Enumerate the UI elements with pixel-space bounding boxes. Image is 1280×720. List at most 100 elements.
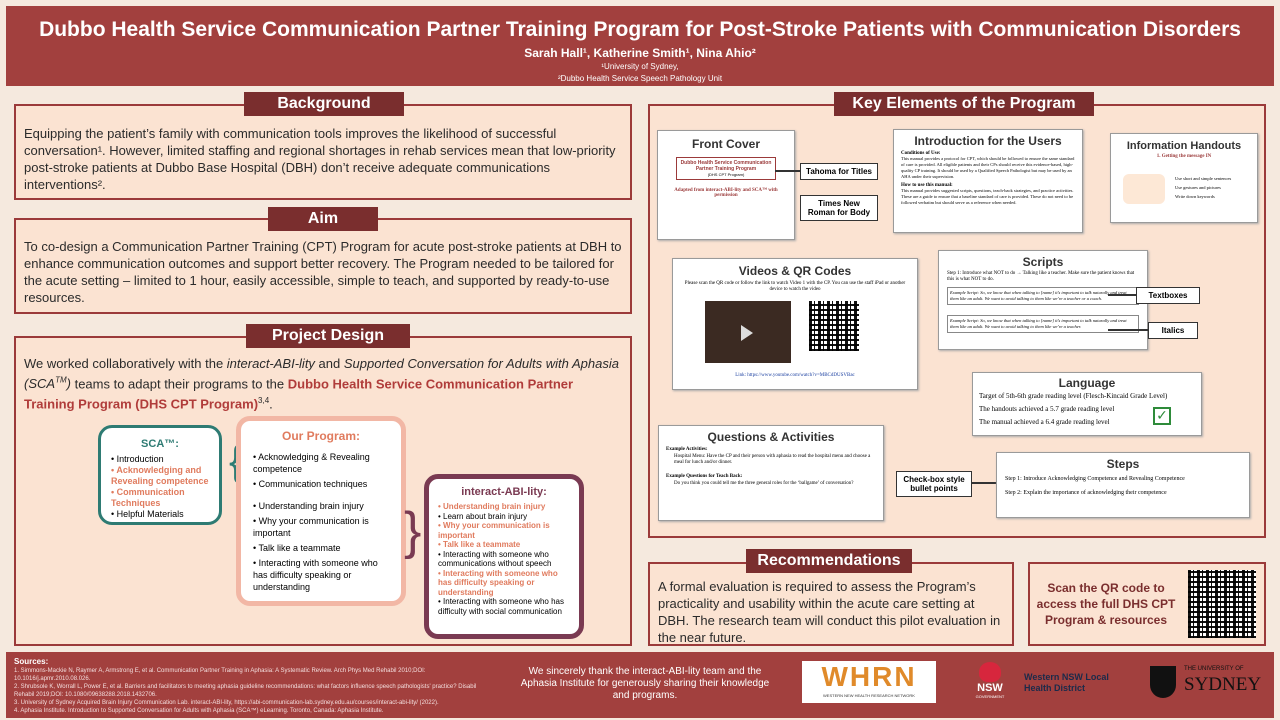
scripts-ex1: Example Script: So, we know that when ta…: [947, 287, 1139, 305]
our-program-item: Talk like a teammate: [253, 542, 389, 554]
front-cover-box: Front Cover Dubbo Health Service Communi…: [657, 130, 795, 240]
aim-text: To co-design a Communication Partner Tra…: [24, 239, 622, 305]
design-text-tm: TM: [55, 376, 67, 385]
arrow-tahoma: [775, 170, 800, 172]
scripts-box: Scripts Step 1: Introduce what NOT to do…: [938, 250, 1148, 350]
footer: Sources: 1. Simmons-Mackie N, Raymer A, …: [6, 652, 1274, 718]
whrn-logo-sub: WESTERN NEW HEALTH RESEARCH NETWORK: [823, 693, 915, 698]
questions-q: Do you think you could tell me the three…: [674, 481, 854, 486]
play-icon: [741, 325, 753, 341]
our-program-item: Understanding brain injury: [253, 500, 389, 512]
scripts-ex2: Example Script: So, we know that when ta…: [947, 315, 1139, 333]
language-title: Language: [1058, 376, 1116, 390]
intro-p2: This manual provides suggested scripts, …: [901, 188, 1074, 205]
usyd-crest-icon: [1150, 666, 1176, 698]
tag-tahoma: Tahoma for Titles: [800, 163, 878, 180]
front-cover-name: Dubbo Health Service Communication Partn…: [680, 160, 772, 172]
steps-box: Steps Step 1: Introduce Acknowledging Co…: [996, 452, 1250, 518]
steps-2: Step 2: Explain the importance of acknow…: [1005, 490, 1167, 496]
intro-users-title: Introduction for the Users: [914, 134, 1062, 148]
checkmark-icon: ✓: [1153, 407, 1171, 425]
recommendations-title: Recommendations: [746, 549, 912, 573]
design-text-sca-name: Supported Conversation for Adults with A…: [24, 356, 619, 392]
arrow-checkbox: [972, 482, 998, 484]
videos-link[interactable]: Link: https://www.youtube.com/watch?v=MB…: [735, 373, 855, 378]
videos-text: Please scan the QR code or follow the li…: [684, 281, 906, 292]
authors: Sarah Hall¹, Katherine Smith¹, Nina Ahio…: [524, 46, 756, 60]
design-text-a: We worked collaboratively with the: [24, 356, 227, 371]
language-box: Language Target of 5th-6th grade reading…: [972, 372, 1202, 436]
design-text-g: teams to adapt their programs to the: [70, 376, 288, 392]
affiliation-1: ¹University of Sydney,: [601, 62, 679, 71]
aim-panel: [14, 218, 632, 314]
handouts-box: Information Handouts 1. Getting the mess…: [1110, 133, 1258, 223]
recommendations-text: A formal evaluation is required to asses…: [658, 579, 1001, 645]
questions-h2: Example Questions for Teach Back:: [666, 474, 743, 479]
whrn-logo: WHRN WESTERN NEW HEALTH RESEARCH NETWORK: [802, 661, 936, 703]
handouts-sub: 1. Getting the message IN: [1156, 154, 1212, 159]
usyd-name: SYDNEY: [1184, 674, 1262, 695]
our-program-item: Acknowledging & Revealing competence: [253, 451, 389, 475]
sca-item: Helpful Materials: [111, 509, 209, 520]
handouts-image: [1123, 174, 1165, 204]
language-target: Target of 5th-6th grade reading level (F…: [979, 392, 1168, 400]
handouts-title: Information Handouts: [1126, 140, 1242, 152]
front-cover-title: Front Cover: [691, 137, 760, 151]
handout-item: Use short and simple sentences: [1175, 176, 1232, 181]
sca-card-title: SCA™:: [141, 438, 179, 450]
aim-title: Aim: [268, 207, 378, 231]
steps-1: Step 1: Introduce Acknowledging Competen…: [1005, 476, 1185, 482]
background-title: Background: [244, 92, 404, 116]
tag-italics: Italics: [1148, 322, 1198, 339]
questions-activity: Hospital Menu: Have the CP and their per…: [674, 454, 871, 465]
videos-box: Videos & QR Codes Please scan the QR cod…: [672, 258, 918, 390]
interact-card: interact-ABI-lity: Understanding brain i…: [424, 474, 584, 639]
videos-title: Videos & QR Codes: [738, 264, 852, 278]
interact-item: Understanding brain injury: [438, 502, 570, 512]
scripts-step: Step 1: Introduce what NOT to do → Talki…: [947, 271, 1135, 282]
interact-item: Learn about brain injury: [438, 512, 570, 522]
front-cover-sub: (DHS CPT Program): [707, 172, 745, 177]
interact-item: Why your communication is important: [438, 521, 570, 540]
waratah-icon: [979, 662, 1001, 682]
questions-title: Questions & Activities: [707, 430, 835, 444]
sca-card: SCA™: Introduction Acknowledging and Rev…: [98, 425, 222, 525]
handout-item: Write down keywords: [1175, 194, 1215, 199]
tag-textboxes: Textboxes: [1136, 287, 1200, 304]
design-text-paren: ): [66, 376, 71, 392]
key-elements-title: Key Elements of the Program: [834, 92, 1094, 116]
brace-right: }: [404, 502, 422, 560]
sources-label: Sources:: [14, 657, 49, 666]
source-3: 3. University of Sydney Acquired Brain I…: [14, 700, 439, 706]
nsw-logo-text: NSW: [977, 682, 1003, 694]
background-text: Equipping the patient’s family with comm…: [24, 126, 616, 192]
qr-panel-text: Scan the QR code to access the full DHS …: [1036, 581, 1176, 627]
scripts-title: Scripts: [1022, 255, 1064, 269]
lhd-name: Western NSW Local Health District: [1024, 672, 1109, 693]
video-thumbnail[interactable]: [705, 301, 791, 363]
poster-header: Dubbo Health Service Communication Partn…: [6, 6, 1274, 86]
our-program-item: Communication techniques: [253, 478, 389, 490]
source-1: 1. Simmons-Mackie N, Raymer A, Armstrong…: [14, 668, 426, 682]
our-program-item: Why your communication is important: [253, 515, 389, 539]
program-qr-code[interactable]: [1188, 570, 1256, 638]
arrow-textboxes: [1108, 294, 1136, 296]
source-4: 4. Aphasia Institute. Introduction to Su…: [14, 708, 384, 714]
interact-item: Interacting with someone who has difficu…: [438, 597, 570, 616]
front-cover-adapted: Adapted from interact-ABI-lity and SCA™ …: [674, 188, 778, 198]
arrow-italics: [1108, 329, 1148, 331]
interact-card-title: interact-ABI-lity:: [461, 486, 547, 498]
our-program-item: Interacting with someone who has difficu…: [253, 557, 389, 593]
nsw-logo: NSW GOVERNMENT: [972, 662, 1008, 704]
tag-times: Times New Roman for Body: [800, 195, 878, 221]
poster-title: Dubbo Health Service Communication Partn…: [39, 18, 1241, 41]
thanks-text: We sincerely thank the interact-ABI-lity…: [520, 666, 770, 701]
front-cover-inner-box: Dubbo Health Service Communication Partn…: [676, 157, 776, 180]
sca-item: Acknowledging and Revealing competence: [111, 465, 209, 487]
design-text-interact: interact-ABI-lity: [226, 356, 315, 371]
design-text-refs: 3,4: [258, 396, 270, 406]
recommendations-panel: [648, 562, 1014, 646]
intro-h1: Conditions of Use:: [901, 151, 941, 156]
video-qr-code[interactable]: [809, 301, 859, 351]
sca-item: Introduction: [111, 454, 209, 465]
